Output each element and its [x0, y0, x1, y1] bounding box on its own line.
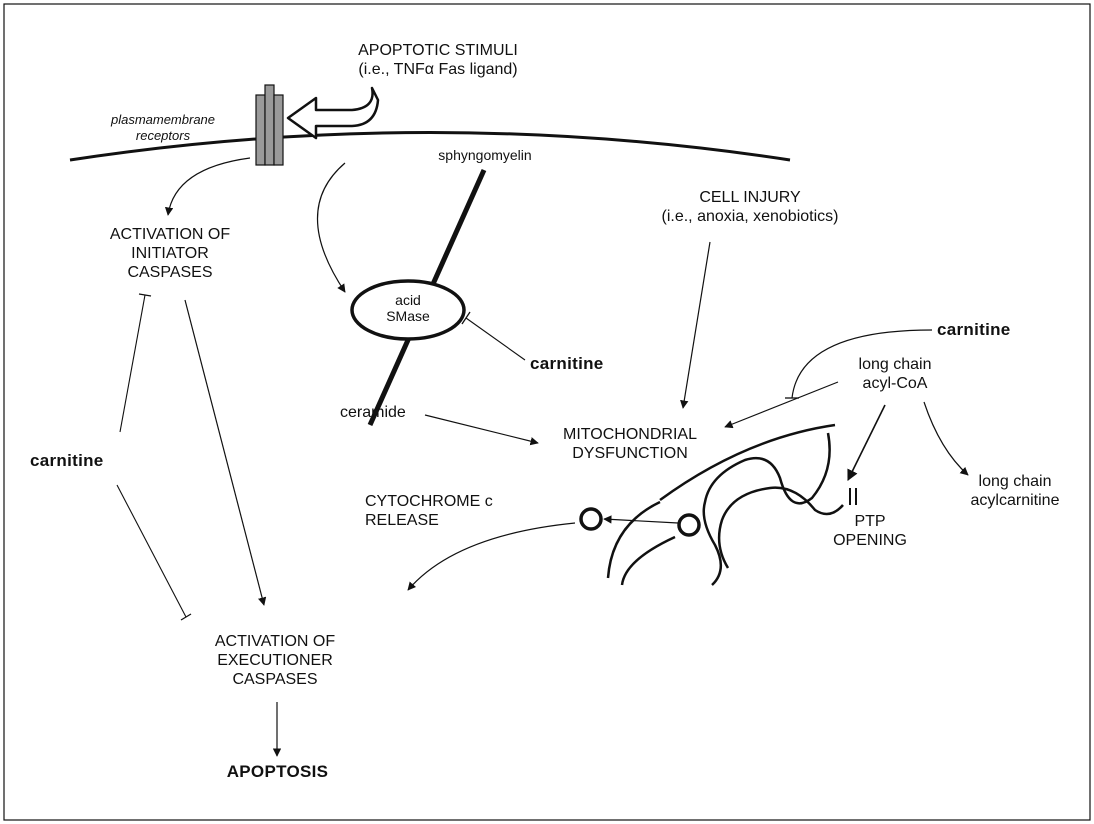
initiator-line3: CASPASES [127, 264, 213, 281]
ptp-line1: PTP [854, 513, 886, 530]
acylcarnitine-line2: acylcarnitine [970, 492, 1060, 509]
executioner-caspases-label: ACTIVATION OF EXECUTIONER CASPASES [175, 632, 375, 689]
initiator-line1: ACTIVATION OF [109, 226, 231, 243]
long-chain-acylcarnitine-label: long chain acylcarnitine [955, 472, 1075, 510]
ptp-line2: OPENING [833, 532, 907, 549]
inhibit-bar-executioner [180, 613, 192, 621]
inhibit-bar-initiator [138, 293, 152, 297]
acylcoa-line1: long chain [858, 356, 932, 373]
arrow-receptor-to-initiator [164, 157, 251, 216]
apoptotic-stimuli-label: APOPTOTIC STIMULI (i.e., TNFα Fas ligand… [318, 41, 558, 79]
acylcarnitine-line1: long chain [978, 473, 1052, 490]
ptp-opening-label: PTP OPENING [820, 512, 920, 550]
mito-outer-membrane [659, 423, 836, 502]
mito-outer-membrane-lower [606, 500, 661, 579]
arrow-acylcoa-to-ptp [847, 404, 886, 482]
mito-inner-membrane-lower [620, 535, 676, 586]
arrow-injury-to-mito [680, 241, 711, 409]
inhibit-line-carnitine-right [791, 329, 933, 399]
executioner-line2: EXECUTIONER [217, 652, 333, 669]
carnitine-left-label: carnitine [30, 451, 104, 470]
inhibit-line-carnitine-smase [465, 317, 526, 361]
mito-line2: DYSFUNCTION [572, 445, 688, 462]
apoptotic-stimuli-examples: (i.e., TNFα Fas ligand) [358, 61, 518, 78]
mito-dysfunction-label: MITOCHONDRIAL DYSFUNCTION [530, 425, 730, 463]
ceramide-label: ceramide [340, 404, 406, 421]
arrow-cytc-to-executioner [407, 522, 576, 591]
cell-injury-title: CELL INJURY [699, 189, 801, 206]
initiator-caspases-label: ACTIVATION OF INITIATOR CASPASES [70, 225, 270, 282]
apoptosis-label: APOPTOSIS [226, 762, 329, 781]
acid-smase-line2: SMase [386, 308, 430, 324]
cytochrome-c-icon-released [579, 507, 603, 531]
cell-injury-examples: (i.e., anoxia, xenobiotics) [661, 208, 839, 225]
arrow-acylcoa-to-mito [724, 381, 839, 429]
arrow-initiator-to-executioner [184, 299, 267, 606]
mito-inner-membrane-b [717, 486, 844, 569]
membrane-receptor-icon [255, 84, 284, 166]
apoptotic-stimuli-title: APOPTOTIC STIMULI [358, 42, 518, 59]
acid-smase-ellipse [350, 279, 466, 341]
executioner-line1: ACTIVATION OF [214, 633, 336, 650]
cell-injury-label: CELL INJURY (i.e., anoxia, xenobiotics) [630, 188, 870, 226]
arrow-receptor-to-smase [317, 162, 346, 293]
cyto-c-line1: CYTOCHROME c [365, 493, 493, 510]
arrow-cytc-release [603, 515, 679, 524]
inhibit-bar-smase [461, 311, 471, 325]
membrane-receptors-line2: receptors [135, 128, 191, 143]
mito-line1: MITOCHONDRIAL [563, 426, 697, 443]
figure-frame [3, 3, 1091, 821]
acid-smase-line1: acid [395, 292, 421, 308]
acylcoa-line2: acyl-CoA [862, 375, 928, 392]
membrane-receptors-label: plasmamembrane receptors [78, 112, 248, 144]
acid-smase-label: acid SMase [363, 292, 453, 324]
sphyngomyelin-label: sphyngomyelin [438, 147, 532, 163]
membrane-receptors-line1: plasmamembrane [110, 112, 216, 127]
long-chain-acylcoa-label: long chain acyl-CoA [835, 355, 955, 393]
arrow-acylcoa-to-acylcarnitine [923, 401, 969, 476]
inhibit-line-carnitine-initiator [119, 294, 146, 433]
plasma-membrane [69, 131, 791, 162]
executioner-line3: CASPASES [232, 671, 318, 688]
cyto-c-line2: RELEASE [365, 512, 439, 529]
mito-inner-membrane-a [702, 432, 831, 586]
carnitine-right-label: carnitine [937, 320, 1011, 339]
arrow-ceramide-to-mito [424, 414, 539, 446]
cytochrome-c-icon-inner [677, 513, 701, 537]
carnitine-smase-label: carnitine [530, 354, 604, 373]
inhibit-line-carnitine-executioner [116, 484, 187, 618]
cytochrome-c-release-label: CYTOCHROME c RELEASE [365, 492, 493, 530]
initiator-line2: INITIATOR [131, 245, 209, 262]
stimuli-hollow-arrow-icon [286, 86, 380, 140]
